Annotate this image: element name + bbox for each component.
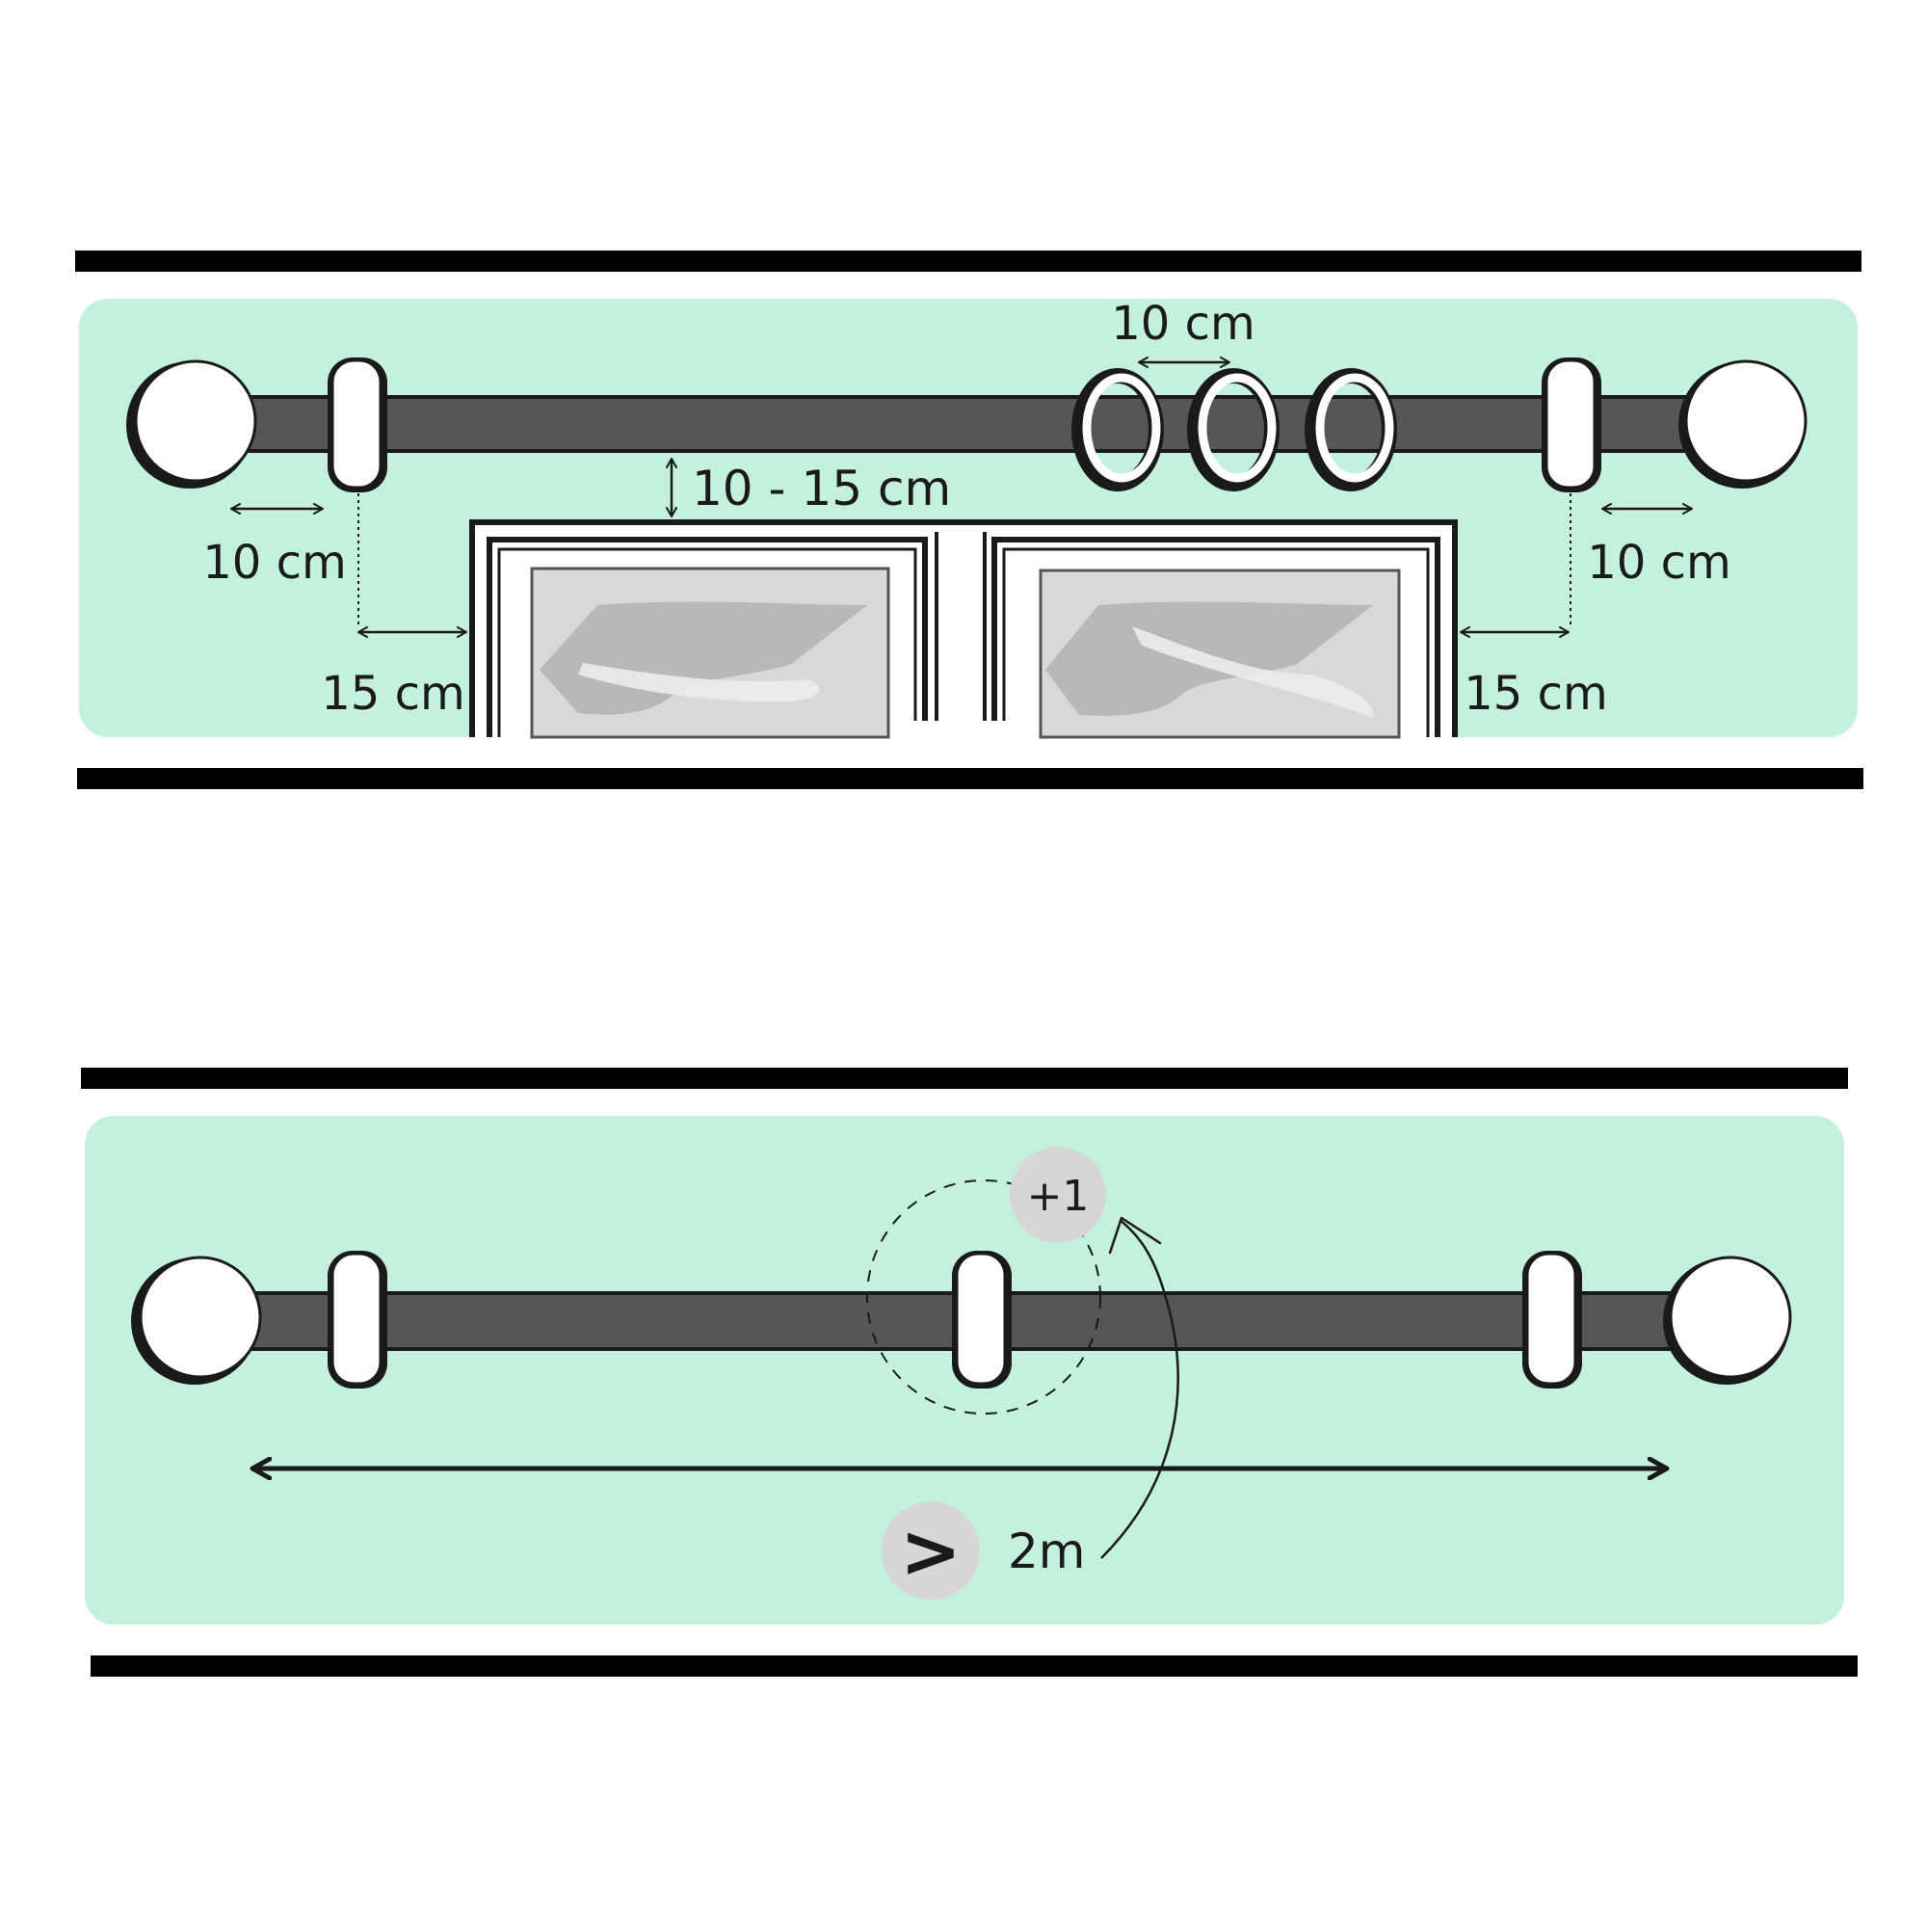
panel-bottom: +1 > 2m [81, 1068, 1858, 1677]
left-finial-gap-label: 10 cm [202, 536, 346, 590]
window-right-sash [991, 537, 1440, 739]
rod-bar [186, 395, 1765, 453]
curved-arrow-head [1108, 1216, 1162, 1255]
right-window-gap-label: 15 cm [1464, 667, 1607, 721]
left-finial [131, 1256, 262, 1385]
curtain-ring [1187, 368, 1280, 491]
bottom-wall-line [81, 1068, 1848, 1089]
curved-arrow-to-plus-one [1100, 1219, 1179, 1559]
top-floor-line [77, 768, 1863, 789]
right-bracket [1542, 357, 1601, 492]
left-bracket [328, 357, 387, 492]
window-left-sash [487, 537, 928, 739]
panel-top: 10 cm 10 - 15 cm 10 cm 10 cm 15 cm 15 cm [75, 251, 1863, 789]
window [469, 519, 1458, 739]
curtain-ring [1071, 368, 1164, 491]
top-wall-line [75, 251, 1861, 272]
left-window-gap-label: 15 cm [321, 667, 464, 721]
window-reflection [540, 601, 867, 715]
right-finial [1663, 1256, 1792, 1385]
center-bracket [952, 1251, 1012, 1389]
curtain-ring [1305, 368, 1397, 491]
bottom-floor-line [91, 1655, 1858, 1677]
curtain-rod-bottom [131, 1251, 1792, 1389]
curtain-rod-top [126, 357, 1808, 492]
left-bracket [328, 1251, 387, 1389]
plus-one-badge: +1 [1010, 1147, 1106, 1243]
plus-one-label: +1 [1027, 1172, 1090, 1221]
right-bracket [1522, 1251, 1582, 1389]
greater-than-symbol: > [900, 1508, 962, 1594]
window-gap-label: 10 - 15 cm [692, 461, 951, 516]
center-bracket-highlight [866, 1179, 1101, 1415]
right-finial [1678, 359, 1808, 489]
greater-than-badge: > [882, 1501, 980, 1600]
length-label: 2m [1008, 1523, 1086, 1579]
left-finial [126, 359, 257, 489]
ring-spacing-label: 10 cm [1111, 297, 1254, 351]
right-finial-gap-label: 10 cm [1587, 536, 1730, 590]
